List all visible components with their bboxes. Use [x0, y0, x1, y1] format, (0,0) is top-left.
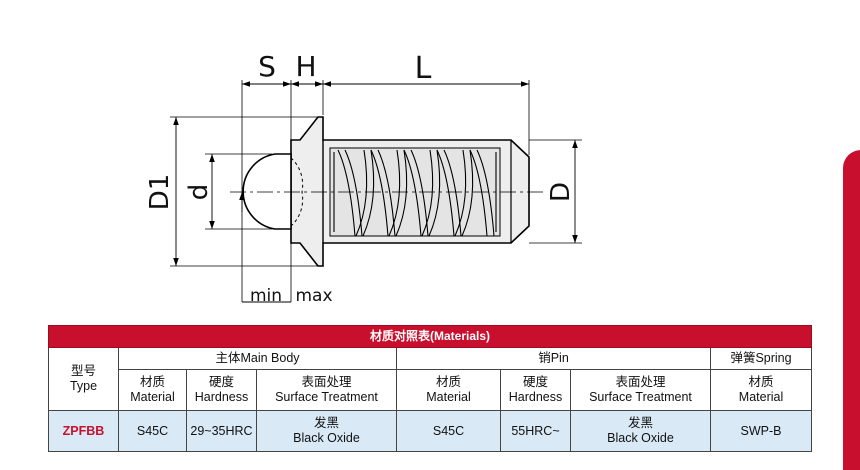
pin-surface-cell: 发黑 Black Oxide [570, 410, 711, 452]
dim-label-s: S [258, 50, 276, 83]
group-spring: 弹簧Spring [709, 347, 813, 370]
pin-surface-header: 表面处理 Surface Treatment [570, 369, 711, 411]
pin-hardness-cell: 55HRC~ [500, 410, 571, 452]
dim-label-d-small: d [184, 184, 214, 201]
technical-drawing: S H L D1 d D min max [145, 50, 582, 306]
table-title: 材质对照表(Materials) [47, 325, 813, 348]
body-material-header: 材质 Material [118, 369, 187, 411]
dim-label-d1: D1 [145, 174, 175, 211]
dim-label-h: H [295, 50, 316, 83]
dim-label-d-large: D [546, 182, 576, 202]
side-tab [843, 150, 860, 470]
spring-coils [333, 149, 497, 237]
model-header: 型号 Type [48, 347, 119, 411]
pin-hardness-header: 硬度 Hardness [500, 369, 571, 411]
dim-label-l: L [415, 51, 432, 86]
table-group-row: 型号 Type 主体Main Body 销Pin 弹簧Spring [48, 347, 813, 411]
dim-label-min: min [250, 286, 282, 306]
materials-table: 材质对照表(Materials) 型号 Type 主体Main Body 销Pi… [47, 325, 813, 452]
body-surface-cell: 发黑 Black Oxide [256, 410, 397, 452]
table-title-row: 材质对照表(Materials) [47, 325, 813, 348]
body-material-cell: S45C [118, 410, 187, 452]
pin-material-cell: S45C [396, 410, 501, 452]
table-subheader-row: 材质 Material 硬度 Hardness 表面处理 Surface Tre… [49, 369, 813, 411]
spring-material-header: 材质 Material [709, 369, 813, 411]
group-pin: 销Pin [396, 347, 711, 370]
dim-label-max: max [295, 286, 332, 306]
table-row: ZPFBB S45C 29~35HRC 发黑 Black Oxide S45C … [48, 410, 813, 452]
body-surface-header: 表面处理 Surface Treatment [256, 369, 397, 411]
spring-material-cell: SWP-B [709, 410, 813, 452]
group-main-body: 主体Main Body [118, 347, 397, 370]
ball-pin [242, 153, 292, 230]
pin-material-header: 材质 Material [396, 369, 501, 411]
body-hardness-cell: 29~35HRC [186, 410, 257, 452]
model-cell: ZPFBB [48, 410, 119, 452]
body-hardness-header: 硬度 Hardness [186, 369, 257, 411]
